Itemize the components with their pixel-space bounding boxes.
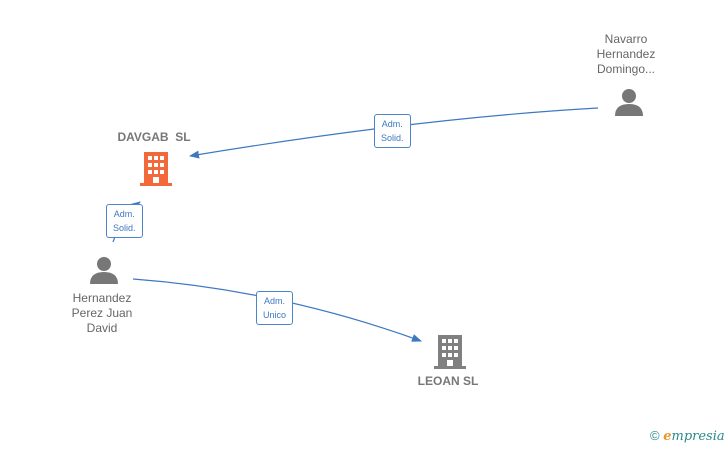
node-label-navarro[interactable]: Navarro Hernandez Domingo... xyxy=(596,32,656,76)
building-icon[interactable] xyxy=(434,335,466,369)
building-icon[interactable] xyxy=(140,152,172,186)
person-icon[interactable] xyxy=(90,257,118,284)
brand-logo: © empresia xyxy=(650,428,725,444)
person-icon[interactable] xyxy=(615,89,643,116)
edge-label-hernandez-davgab[interactable]: Adm. Solid. xyxy=(106,204,143,238)
edge-label-navarro-davgab[interactable]: Adm. Solid. xyxy=(374,114,411,148)
node-label-leoan[interactable]: LEOAN SL xyxy=(417,374,479,388)
node-label-davgab[interactable]: DAVGAB SL xyxy=(117,130,191,144)
node-label-hernandez[interactable]: Hernandez Perez Juan David xyxy=(71,291,133,335)
copyright-icon: © xyxy=(650,428,660,443)
edge-label-hernandez-leoan[interactable]: Adm. Unico xyxy=(256,291,294,325)
